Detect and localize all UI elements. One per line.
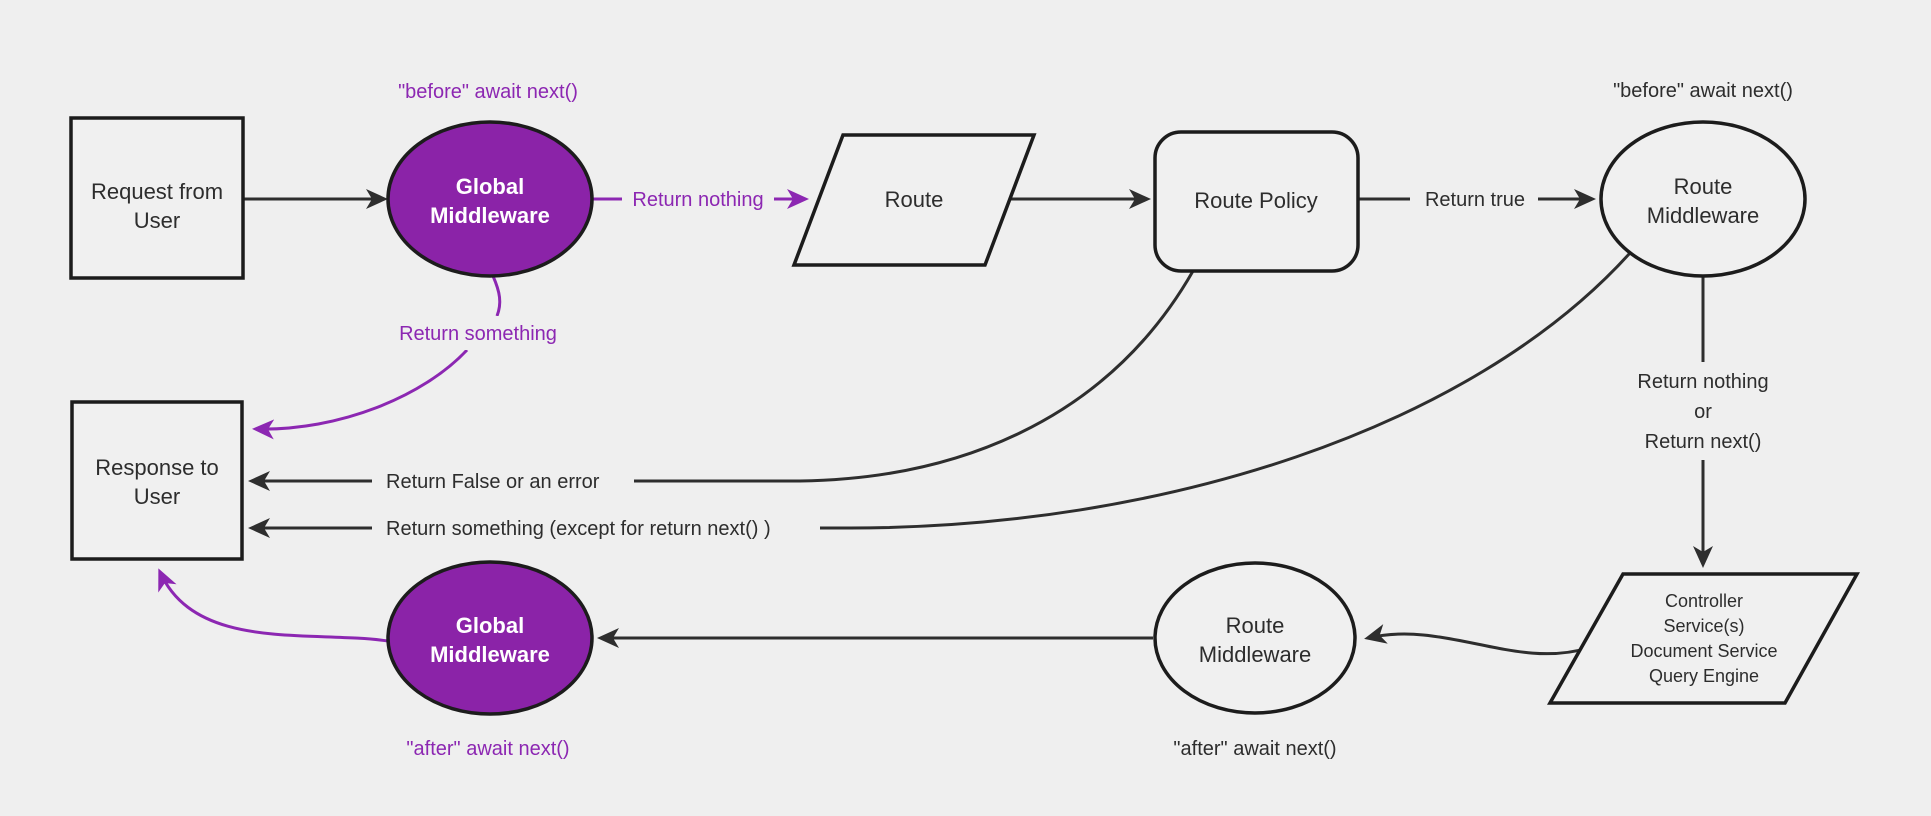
controller-services-label-line1: Controller — [1665, 591, 1743, 611]
request-from-user-label-line1: Request from — [91, 179, 223, 204]
controller-services-label-line3: Document Service — [1630, 641, 1777, 661]
node-route: Route — [791, 133, 1037, 267]
node-controller-services: Controller Service(s) Document Service Q… — [1546, 572, 1860, 705]
global-middleware-bottom-shape — [386, 560, 594, 716]
node-route-middleware-top: Route Middleware — [1599, 120, 1807, 278]
response-to-user-label-line2: User — [134, 484, 180, 509]
edge-label-before-await-next-black: "before" await next() — [1613, 80, 1793, 102]
node-global-middleware-top: Global Middleware — [386, 120, 594, 278]
controller-services-shape — [1546, 572, 1860, 705]
edge-route-policy-to-response — [248, 270, 1195, 491]
edge-global-middleware-to-response-stub — [491, 275, 502, 317]
global-middleware-top-label-line1: Global — [456, 174, 524, 199]
global-middleware-top-label-line2: Middleware — [430, 203, 550, 228]
edge-label-after-await-next-black: "after" await next() — [1173, 738, 1336, 760]
node-request-from-user: Request from User — [69, 116, 245, 280]
route-middleware-top-shape — [1599, 120, 1807, 278]
node-global-middleware-bottom: Global Middleware — [386, 560, 594, 716]
edge-label-after-await-next-purple: "after" await next() — [406, 738, 569, 760]
node-route-policy: Route Policy — [1153, 130, 1360, 273]
edge-label-return-something: Return something — [399, 323, 557, 345]
route-label: Route — [885, 187, 944, 212]
edge-label-return-nothing: Return nothing — [632, 189, 763, 211]
edge-label-return-true: Return true — [1425, 189, 1525, 211]
route-middleware-bottom-label-line1: Route — [1226, 613, 1285, 638]
route-middleware-top-label-line2: Middleware — [1647, 203, 1760, 228]
edge-route-middleware-to-response — [248, 251, 1632, 538]
node-response-to-user: Response to User — [70, 400, 244, 561]
route-shape — [791, 133, 1037, 267]
response-to-user-shape — [70, 400, 244, 561]
controller-services-label-line4: Query Engine — [1649, 666, 1759, 686]
label-bg-return-true — [1410, 182, 1538, 216]
label-bg-return-nothing-or — [1606, 362, 1800, 460]
label-bg-return-false — [372, 464, 634, 498]
response-to-user-label-line1: Response to — [95, 455, 219, 480]
label-bg-return-something — [378, 316, 578, 350]
request-from-user-shape — [69, 116, 245, 280]
node-route-middleware-bottom: Route Middleware — [1153, 561, 1357, 715]
global-middleware-bottom-label-line2: Middleware — [430, 642, 550, 667]
route-policy-label: Route Policy — [1194, 188, 1318, 213]
route-middleware-bottom-shape — [1153, 561, 1357, 715]
edge-label-return-false-or-an-error: Return False or an error — [386, 471, 600, 493]
global-middleware-top-shape — [386, 120, 594, 278]
route-middleware-bottom-label-line2: Middleware — [1199, 642, 1312, 667]
edge-label-return-nothing-or-line1: Return nothing — [1637, 371, 1768, 393]
global-middleware-bottom-label-line1: Global — [456, 613, 524, 638]
edge-label-return-nothing-or-line2: or — [1694, 401, 1712, 423]
edge-global-middleware-bottom-to-response — [158, 568, 389, 643]
route-policy-shape — [1153, 130, 1360, 273]
request-from-user-label-line2: User — [134, 208, 180, 233]
edge-label-return-nothing-or-line3: Return next() — [1645, 431, 1762, 453]
label-bg-return-nothing — [622, 182, 774, 216]
edge-label-before-await-next-purple: "before" await next() — [398, 81, 578, 103]
edge-global-middleware-to-response — [252, 348, 469, 440]
controller-services-label-line2: Service(s) — [1663, 616, 1744, 636]
route-middleware-top-label-line1: Route — [1674, 174, 1733, 199]
edge-label-return-something-except: Return something (except for return next… — [386, 518, 771, 540]
label-bg-return-something-except — [372, 511, 820, 545]
edge-controller-to-route-middleware-bottom — [1364, 624, 1589, 656]
